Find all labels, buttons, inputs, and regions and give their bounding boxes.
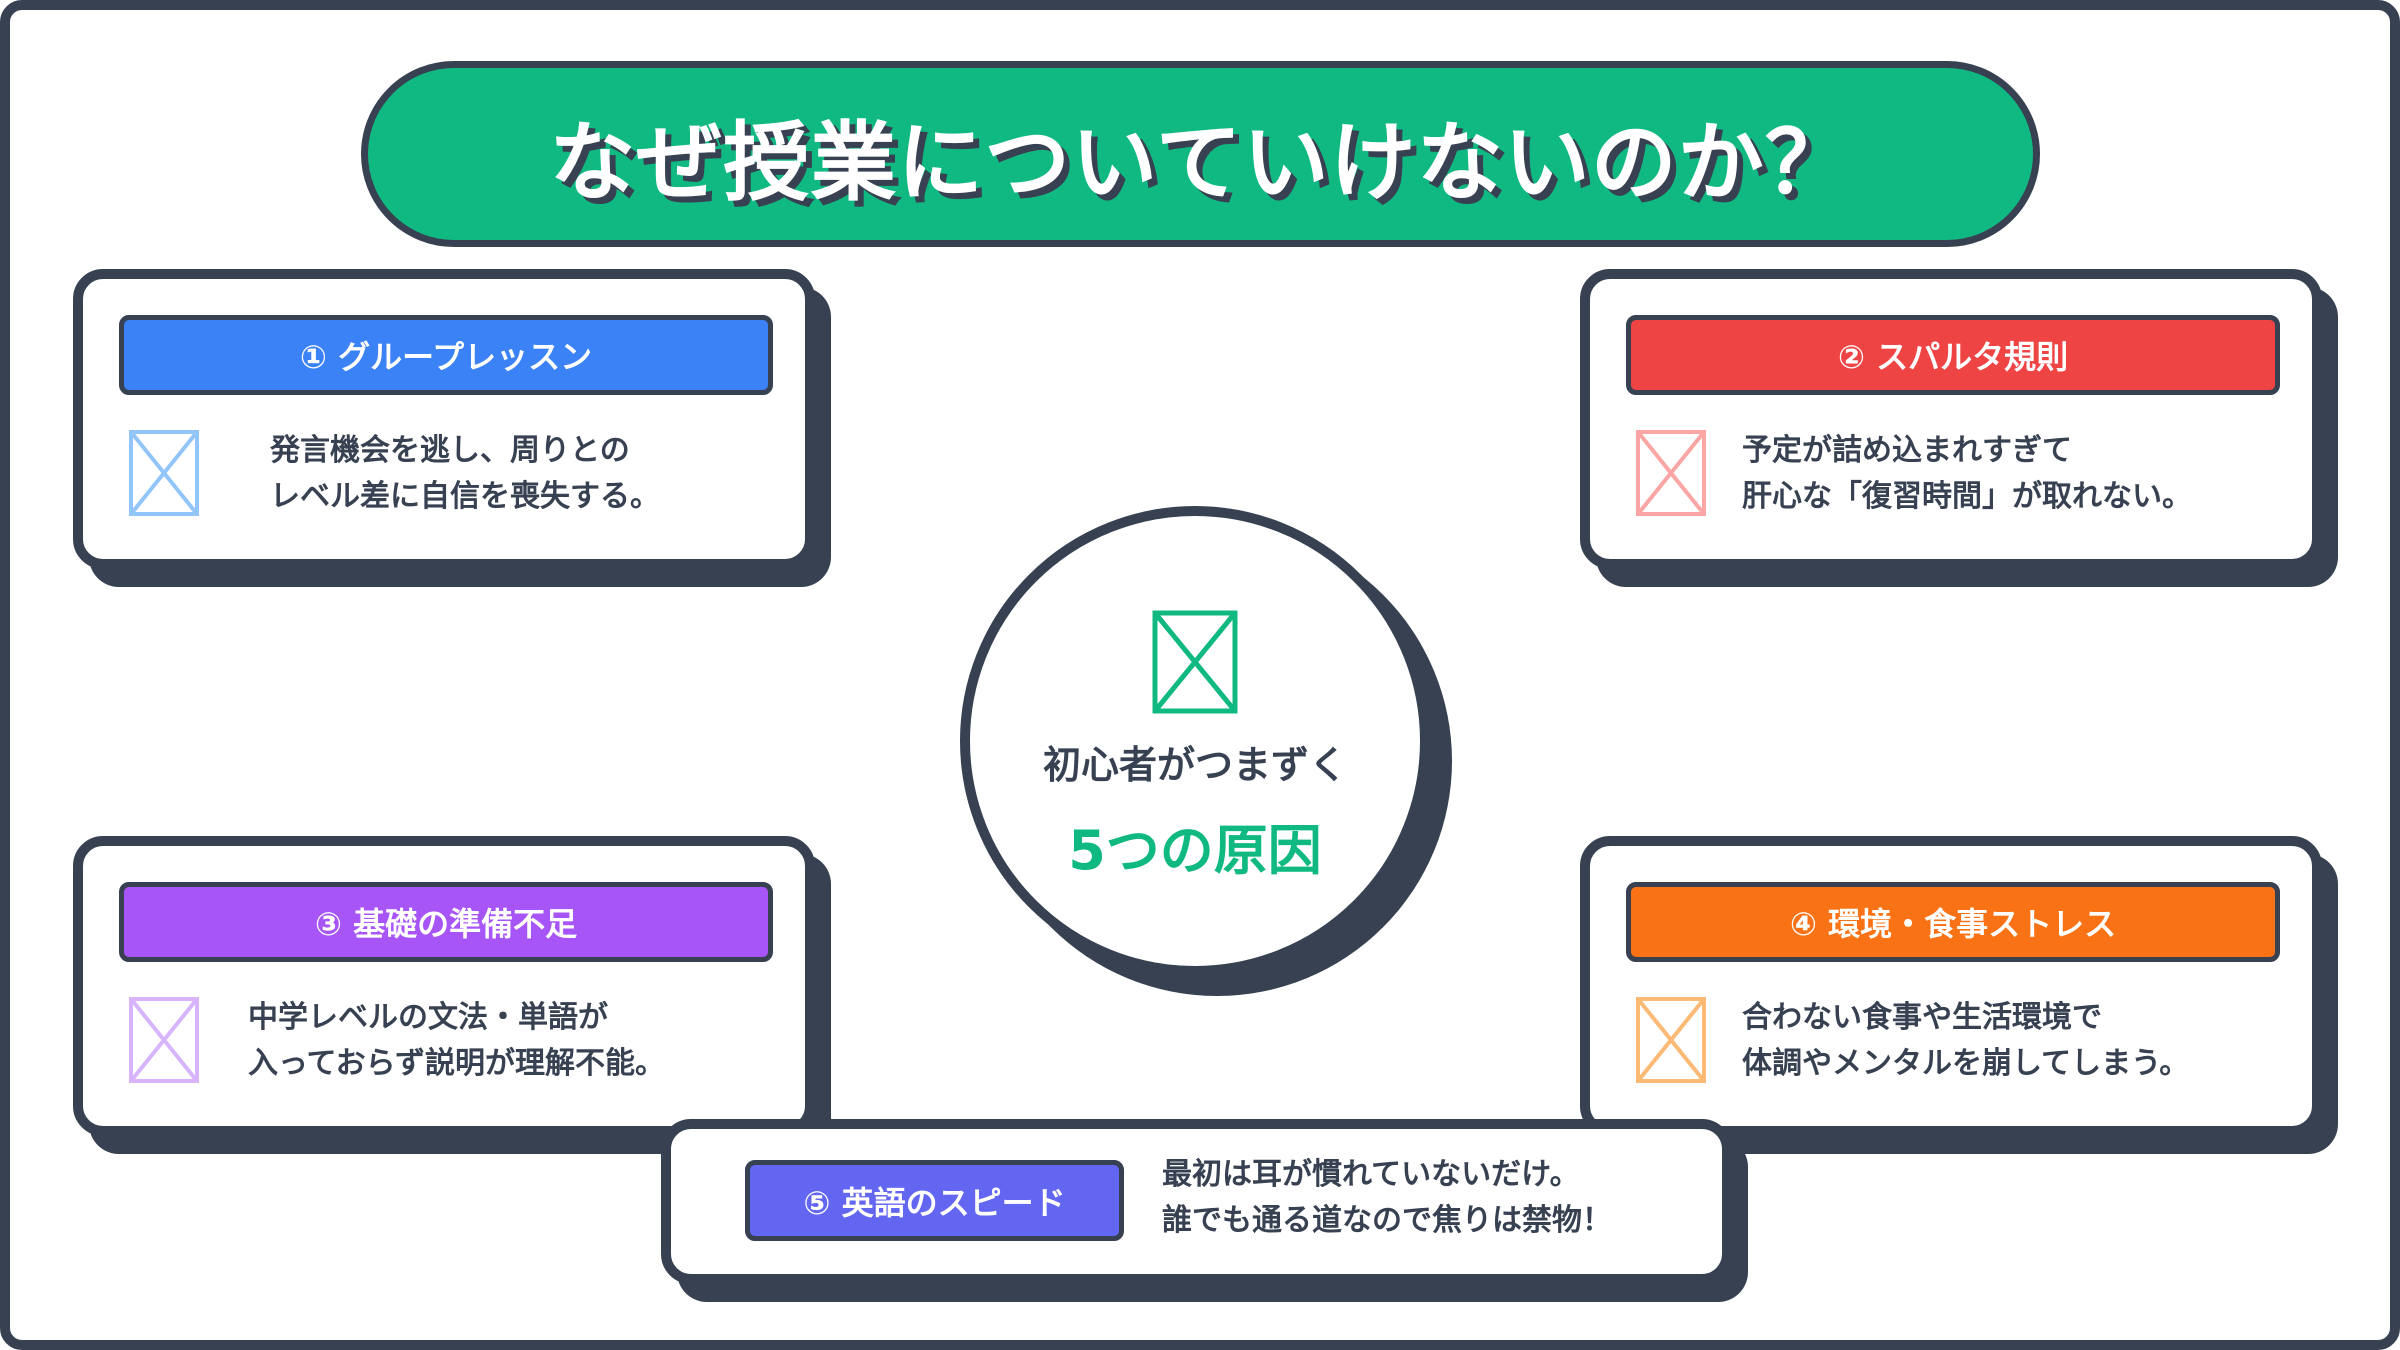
description-line: 体調やメンタルを崩してしまう。 xyxy=(1742,1046,2190,1081)
image-placeholder-icon xyxy=(1152,610,1238,714)
description-line: 肝心な「復習時間」が取れない。 xyxy=(1742,479,2192,514)
cause-4-header: ④ 環境・食事ストレス xyxy=(1626,882,2280,962)
cause-2-header: ② スパルタ規則 xyxy=(1626,315,2280,395)
page-title: なぜ授業についていけないのか？ xyxy=(549,112,1852,213)
image-placeholder-icon xyxy=(129,997,199,1083)
title-banner: なぜ授業についていけないのか？ xyxy=(361,61,2040,247)
description-line: 最初は耳が慣れていないだけ。 xyxy=(1162,1157,1580,1192)
center-circle: 初心者がつまずく 5つの原因 xyxy=(960,506,1430,976)
cause-5-description: 最初は耳が慣れていないだけ。誰でも通る道なので焦りは禁物！ xyxy=(1162,1152,1612,1244)
cause-card-2 xyxy=(1580,269,2322,569)
description-line: レベル差に自信を喪失する。 xyxy=(270,479,660,514)
center-title: 5つの原因 xyxy=(1068,819,1322,882)
cause-card-3 xyxy=(73,836,815,1136)
cause-1-header: ① グループレッスン xyxy=(119,315,773,395)
cause-2-description: 予定が詰め込まれすぎて肝心な「復習時間」が取れない。 xyxy=(1742,428,2192,520)
image-placeholder-icon xyxy=(1636,997,1706,1083)
description-line: 誰でも通る道なので焦りは禁物！ xyxy=(1162,1203,1612,1238)
image-placeholder-icon xyxy=(1636,430,1706,516)
description-line: 予定が詰め込まれすぎて xyxy=(1742,433,2072,468)
cause-1-description: 発言機会を逃し、周りとのレベル差に自信を喪失する。 xyxy=(270,428,660,520)
description-line: 入っておらず説明が理解不能。 xyxy=(248,1046,665,1081)
image-placeholder-icon xyxy=(129,430,199,516)
cause-card-5 xyxy=(661,1119,1732,1284)
cause-card-1 xyxy=(73,269,815,569)
cause-3-description: 中学レベルの文法・単語が入っておらず説明が理解不能。 xyxy=(248,995,665,1087)
cause-5-header: ⑤ 英語のスピード xyxy=(745,1160,1124,1241)
cause-4-description: 合わない食事や生活環境で体調やメンタルを崩してしまう。 xyxy=(1742,995,2189,1087)
description-line: 発言機会を逃し、周りとの xyxy=(270,433,630,468)
cause-3-header: ③ 基礎の準備不足 xyxy=(119,882,773,962)
description-line: 合わない食事や生活環境で xyxy=(1742,1000,2102,1035)
center-subtitle: 初心者がつまずく xyxy=(1042,743,1347,787)
cause-card-4 xyxy=(1580,836,2322,1136)
description-line: 中学レベルの文法・単語が xyxy=(248,1000,608,1035)
